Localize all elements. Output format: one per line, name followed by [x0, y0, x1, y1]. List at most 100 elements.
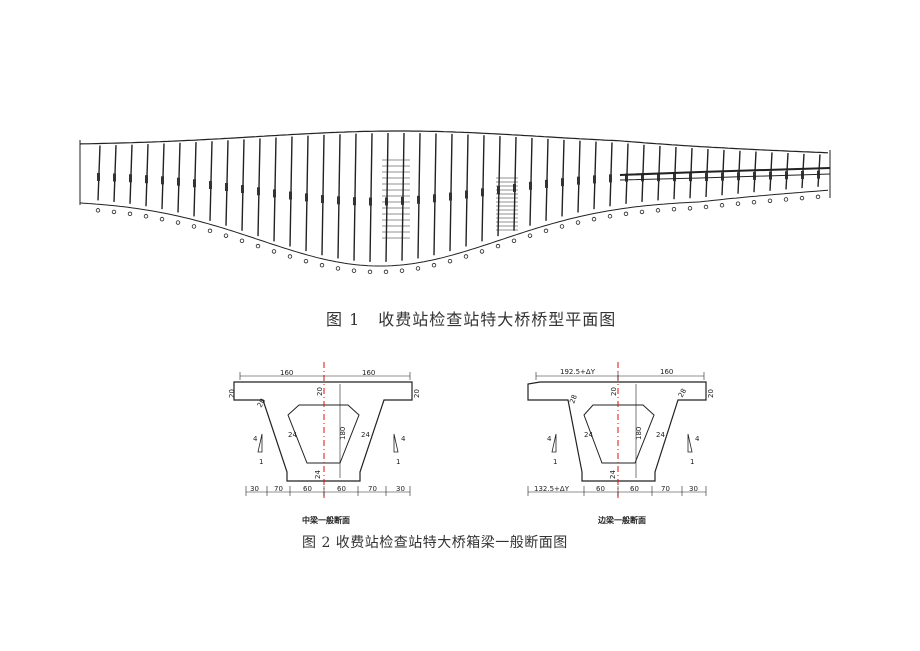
plan-pile-mark	[255, 243, 261, 249]
plan-pier-mark	[737, 172, 740, 181]
edge-beam-section	[527, 362, 707, 500]
mid-top-left-width: 160	[280, 369, 293, 377]
plan-pile-mark	[623, 211, 629, 217]
plan-pile-mark	[783, 197, 789, 202]
edge-web-right: 24	[656, 431, 665, 439]
plan-pile-mark	[479, 249, 485, 254]
plan-pier-mark	[673, 173, 676, 182]
mid-bottom-dim-1: 30	[250, 485, 259, 493]
plan-pier-mark	[657, 173, 660, 182]
mid-bottom-slab: 24	[314, 470, 322, 479]
mid-bottom-dim-3: 60	[303, 485, 312, 493]
edge-slope-h-right: 1	[690, 458, 694, 466]
middle-beam-labels: 160 160 20 20 20 180 28 24 24 24 4 1 4 1…	[228, 369, 421, 525]
plan-pier-line	[481, 135, 485, 242]
plan-pier-mark	[433, 194, 436, 203]
plan-pile-mark	[303, 258, 309, 264]
plan-pile-mark	[223, 233, 229, 238]
mid-slope-v-left: 4	[253, 435, 258, 443]
plan-pile-mark	[799, 195, 805, 201]
plan-pile-mark	[655, 208, 661, 213]
plan-pier-mark	[177, 177, 180, 186]
mid-web-right: 24	[361, 431, 370, 439]
plan-pile-mark	[271, 249, 277, 254]
plan-pier-mark	[193, 179, 196, 188]
plan-pier-mark	[705, 173, 708, 182]
plan-pile-mark	[639, 209, 645, 215]
plan-pier-mark	[225, 182, 228, 191]
plan-pier-line	[785, 153, 789, 190]
plan-pile-mark	[447, 258, 453, 264]
plan-pier-mark	[401, 196, 404, 205]
plan-pier-mark	[145, 175, 148, 184]
plan-pile-mark	[207, 228, 213, 234]
plan-pier-mark	[353, 197, 356, 206]
plan-pier-mark	[449, 192, 452, 201]
plan-pile-mark	[671, 206, 677, 212]
plan-pile-mark	[543, 228, 549, 234]
edge-flange-right: 20	[707, 389, 715, 398]
plan-pile-mark	[367, 269, 373, 275]
mid-slope-v-right: 4	[401, 435, 406, 443]
plan-pile-mark	[767, 198, 773, 203]
plan-top-edge	[79, 130, 829, 154]
plan-pile-mark	[591, 216, 597, 222]
edge-top-left-width: 192.5+ΔY	[560, 368, 596, 376]
plan-pier-mark	[257, 187, 260, 196]
edge-bottom-dim-2: 60	[596, 485, 605, 493]
plan-pile-mark	[719, 203, 725, 208]
mid-top-right-width: 160	[362, 369, 375, 377]
plan-pile-mark	[815, 194, 821, 200]
edge-web-left: 24	[584, 431, 593, 439]
plan-pier-mark	[721, 172, 724, 181]
plan-pile-mark	[527, 233, 533, 238]
edge-bottom-dim-3: 60	[630, 485, 639, 493]
mid-bottom-dim-2: 70	[274, 485, 283, 493]
plan-pile-mark	[351, 268, 357, 273]
plan-pier-mark	[609, 174, 612, 183]
plan-alignment-line	[619, 167, 831, 176]
plan-bottom-edge	[79, 189, 829, 267]
edge-slope-h-left: 1	[553, 458, 557, 466]
plan-pier-mark	[209, 181, 212, 190]
edge-bottom-slab: 24	[609, 470, 617, 479]
plan-pile-mark	[431, 263, 437, 268]
plan-pile-mark	[399, 268, 405, 273]
plan-pier-mark	[593, 175, 596, 184]
figure-1-number: 图 1	[326, 310, 361, 329]
plan-pile-mark	[335, 266, 341, 271]
edge-bottom-dim-5: 30	[689, 485, 698, 493]
plan-pile-mark	[319, 263, 325, 268]
edge-flange-root-right: 28	[677, 387, 688, 399]
plan-pier-mark	[689, 173, 692, 182]
edge-height: 180	[635, 427, 643, 440]
plan-pile-mark	[383, 269, 389, 275]
plan-pier-mark	[97, 172, 100, 181]
plan-pier-mark	[273, 189, 276, 198]
plan-pier-mark	[561, 178, 564, 187]
plan-pier-mark	[417, 195, 420, 204]
plan-pier-mark	[113, 173, 116, 182]
plan-pier-line	[529, 137, 533, 226]
mid-slope-h-left: 1	[259, 458, 263, 466]
plan-pile-mark	[111, 209, 117, 215]
mid-bottom-dim-6: 30	[396, 485, 405, 493]
plan-pier-line	[737, 150, 741, 194]
plan-pier-mark	[625, 173, 628, 182]
plan-pier-mark	[129, 174, 132, 183]
edge-beam-labels: 192.5+ΔY 160 20 20 180 28 28 24 24 24 4 …	[534, 368, 715, 525]
plan-pile-mark	[287, 254, 293, 259]
figure-2-caption: 图 2 收费站检查站特大桥箱梁一般断面图	[302, 535, 568, 551]
edge-top-slab: 20	[610, 387, 618, 396]
plan-pile-mark	[415, 266, 421, 271]
plan-pile-mark	[175, 220, 181, 225]
edge-bottom-dim-1: 132.5+ΔY	[534, 485, 570, 493]
plan-pile-mark	[239, 238, 245, 244]
edge-bottom-dim-4: 70	[661, 485, 670, 493]
plan-pier-mark	[465, 190, 468, 199]
edge-beam-subtitle: 边梁一般断面	[597, 515, 646, 525]
plan-pile-mark	[191, 224, 197, 229]
plan-pile-mark	[559, 224, 565, 229]
